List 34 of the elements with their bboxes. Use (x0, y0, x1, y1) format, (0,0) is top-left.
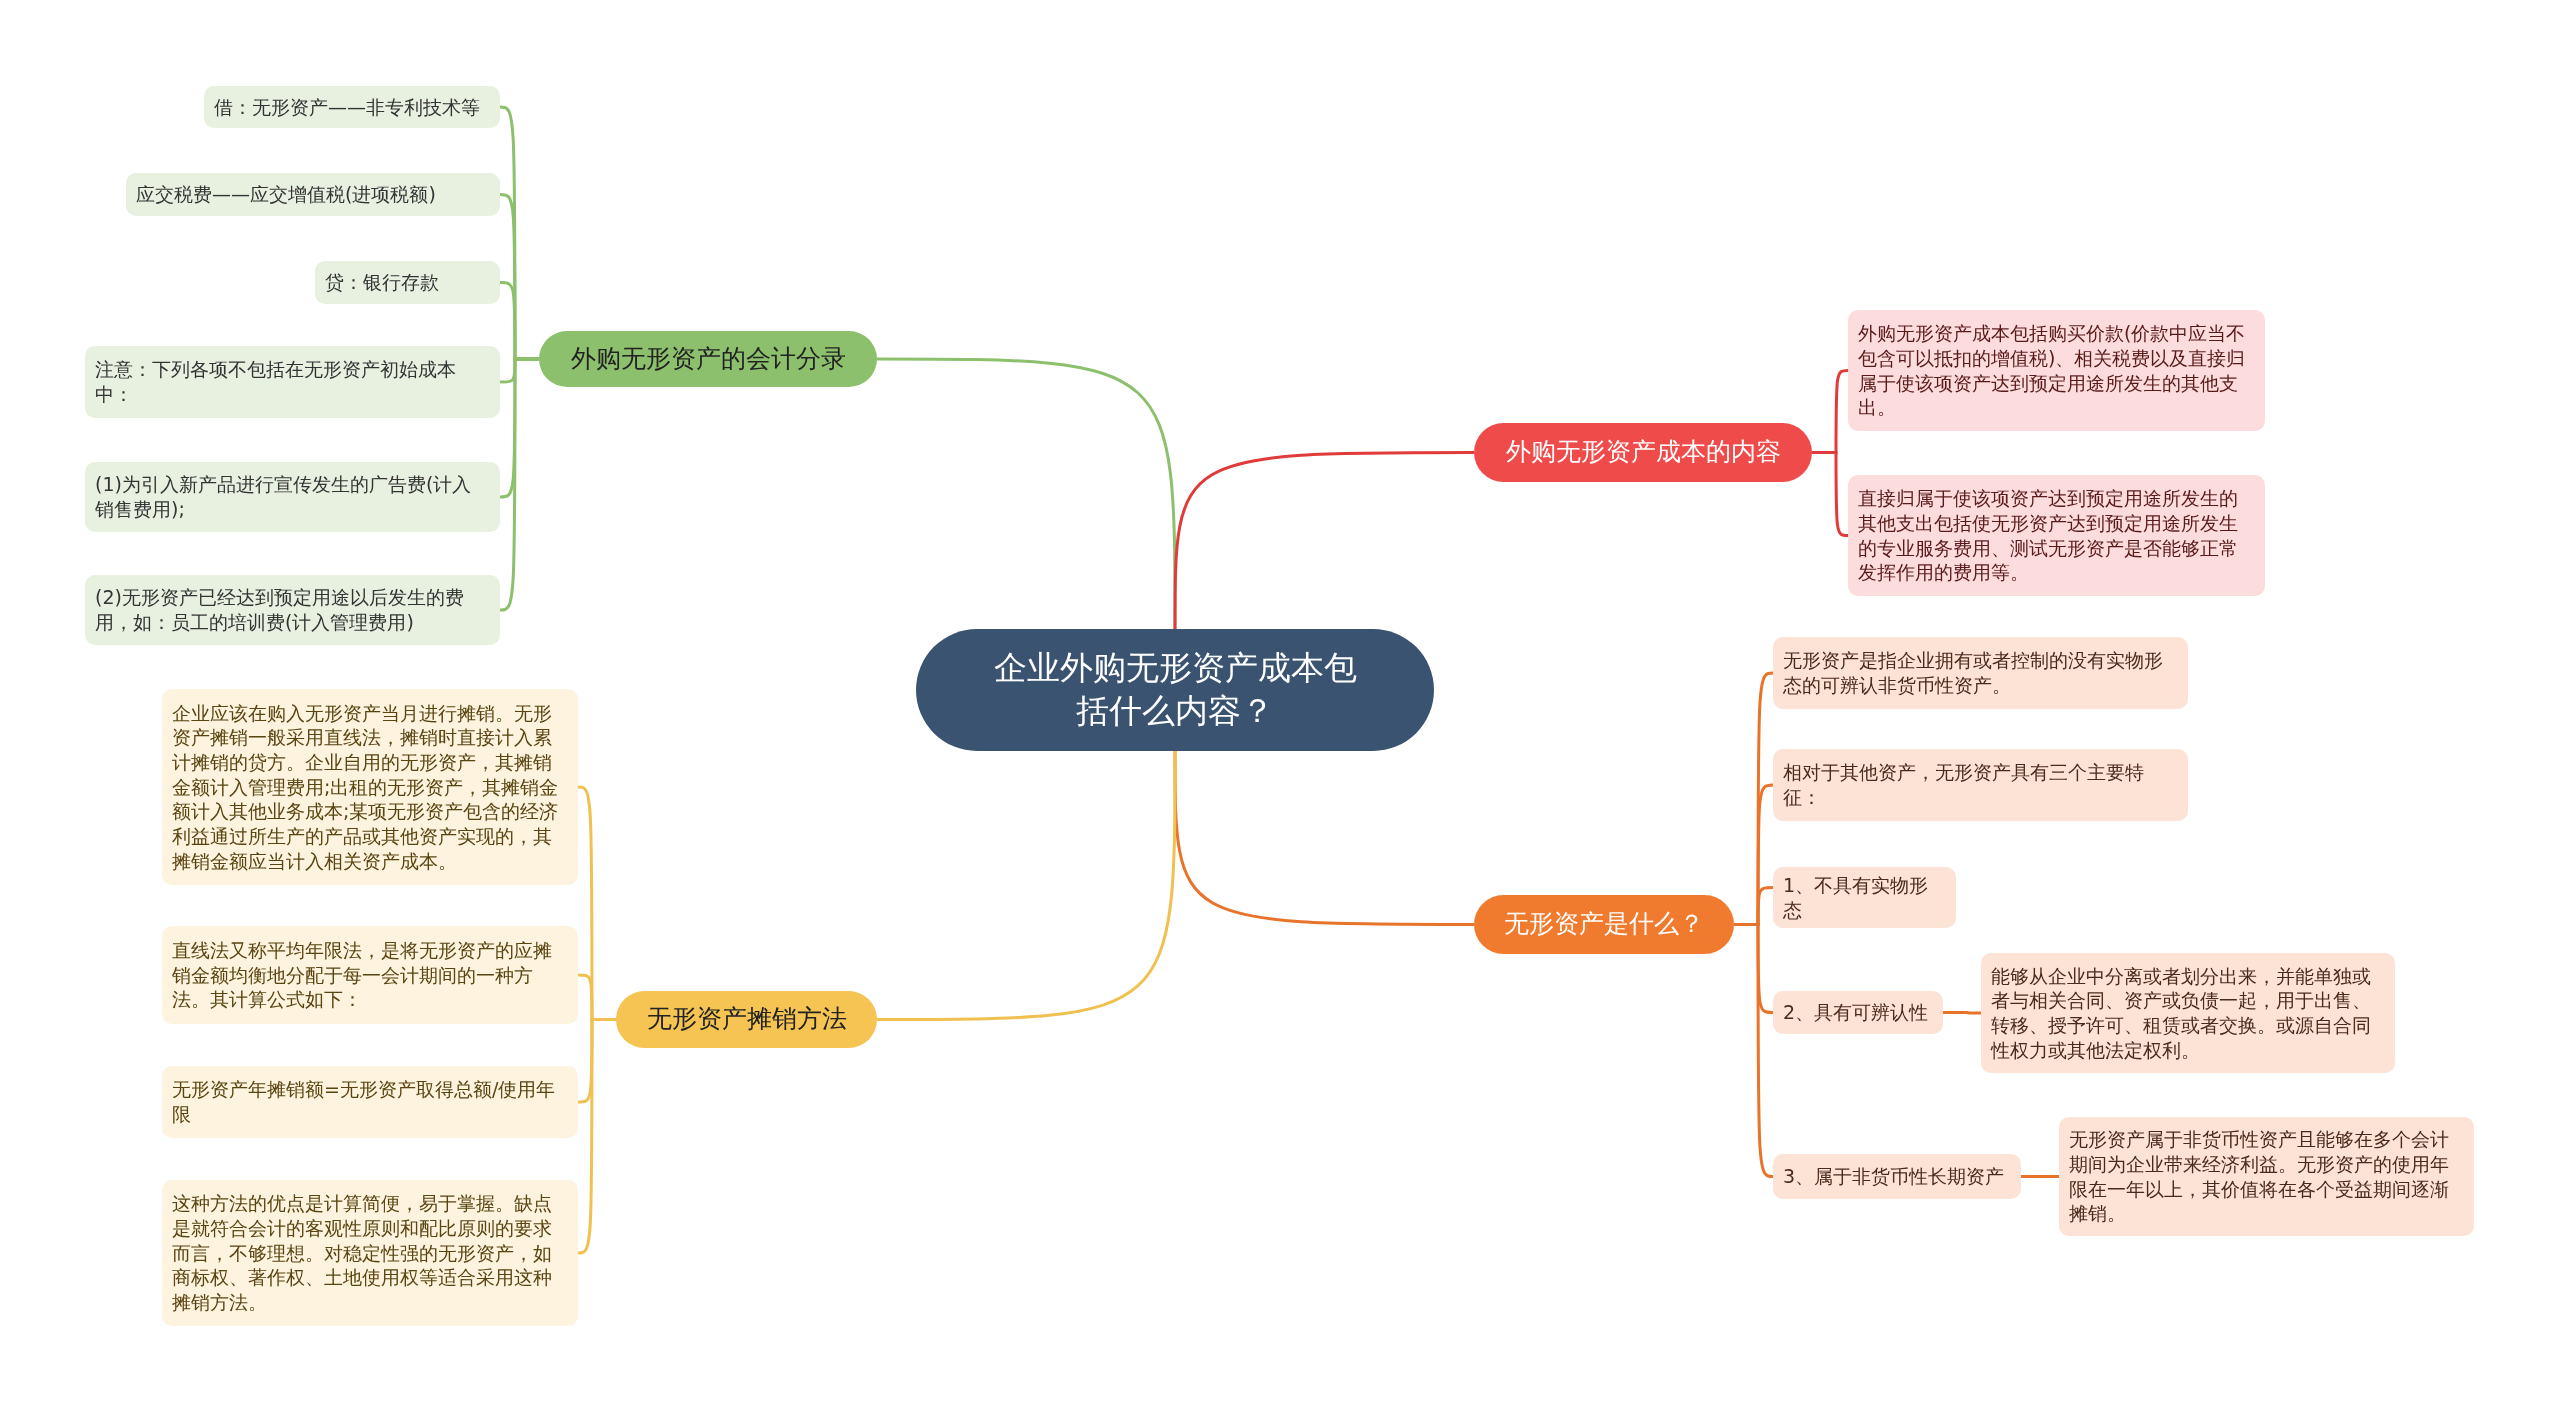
topic-box: 无形资产是什么？ (1474, 895, 1734, 954)
note-box: 注意：下列各项不包括在无形资产初始成本中： (85, 346, 500, 418)
note-box: 能够从企业中分离或者划分出来，并能单独或者与相关合同、资产或负债一起，用于出售、转移、授予许可、租赁或者交换。或源自合同性权力或其他法定权利。 (1981, 953, 2395, 1073)
branch-line (877, 751, 1177, 1021)
branch-line (1943, 1011, 1981, 1015)
topic-box: 无形资产摊销方法 (616, 991, 877, 1048)
topic-box: 外购无形资产成本的内容 (1474, 423, 1812, 482)
branch-line (1734, 923, 1774, 1178)
note-box: 2、具有可辨认性 (1773, 991, 1943, 1034)
note-box: 无形资产属于非货币性资产且能够在多个会计期间为企业带来经济利益。无形资产的使用年限在一年以上，其价值将在各个受益期间逐渐摊销。 (2059, 1117, 2474, 1236)
note-box: 直接归属于使该项资产达到预定用途所发生的其他支出包括使无形资产达到预定用途所发生的专业服务费用、测试无形资产是否能够正常发挥作用的费用等。 (1848, 475, 2265, 596)
note-box: 1、不具有实物形态 (1773, 867, 1956, 929)
branch-line (1173, 451, 1474, 629)
note-box: 贷：银行存款 (315, 261, 500, 304)
note-box: 应交税费——应交增值税(进项税额) (126, 173, 500, 216)
branch-line (1812, 451, 1849, 537)
note-box: (2)无形资产已经达到预定用途以后发生的费用，如：员工的培训费(计入管理费用) (85, 575, 500, 645)
note-box: 这种方法的优点是计算简便，易于掌握。缺点是就符合会计的客观性原则和配比原则的要求而言，不够理想。对稳定性强的无形资产，如商标权、著作权、土地使用权等适合采用这种摊销方法。 (162, 1180, 578, 1326)
branch-line (877, 357, 1177, 629)
note-box: 借：无形资产——非专利技术等 (204, 86, 500, 128)
note-box: 直线法又称平均年限法，是将无形资产的应摊销金额均衡地分配于每一会计期间的一种方法。其计算公式如下： (162, 926, 578, 1024)
note-box: 企业应该在购入无形资产当月进行摊销。无形资产摊销一般采用直线法，摊销时直接计入累计摊销的贷方。企业自用的无形资产，其摊销金额计入管理费用;出租的无形资产，其摊销金额计入其他业务成本;某项无形资产包含的经济利益通过所生产的产品或其他资产实现的，其摊销金额应当计入相关资产成本。 (162, 689, 578, 885)
note-box: 相对于其他资产，无形资产具有三个主要特征： (1773, 749, 2188, 821)
note-box: 无形资产年摊销额=无形资产取得总额/使用年限 (162, 1066, 578, 1138)
central-topic: 企业外购无形资产成本包括什么内容？ (916, 629, 1434, 751)
note-box: (1)为引入新产品进行宣传发生的广告费(计入销售费用); (85, 462, 500, 532)
branch-line (499, 357, 539, 612)
note-box: 3、属于非货币性长期资产 (1773, 1154, 2021, 1199)
branch-line (577, 1018, 616, 1255)
note-box: 无形资产是指企业拥有或者控制的没有实物形态的可辨认非货币性资产。 (1773, 637, 2188, 709)
branch-line (1173, 751, 1474, 926)
branch-line (2021, 1175, 2059, 1178)
topic-box: 外购无形资产的会计分录 (539, 331, 877, 387)
note-box: 外购无形资产成本包括购买价款(价款中应当不包含可以抵扣的增值税)、相关税费以及直接归属于使该项资产达到预定用途所发生的其他支出。 (1848, 310, 2265, 431)
